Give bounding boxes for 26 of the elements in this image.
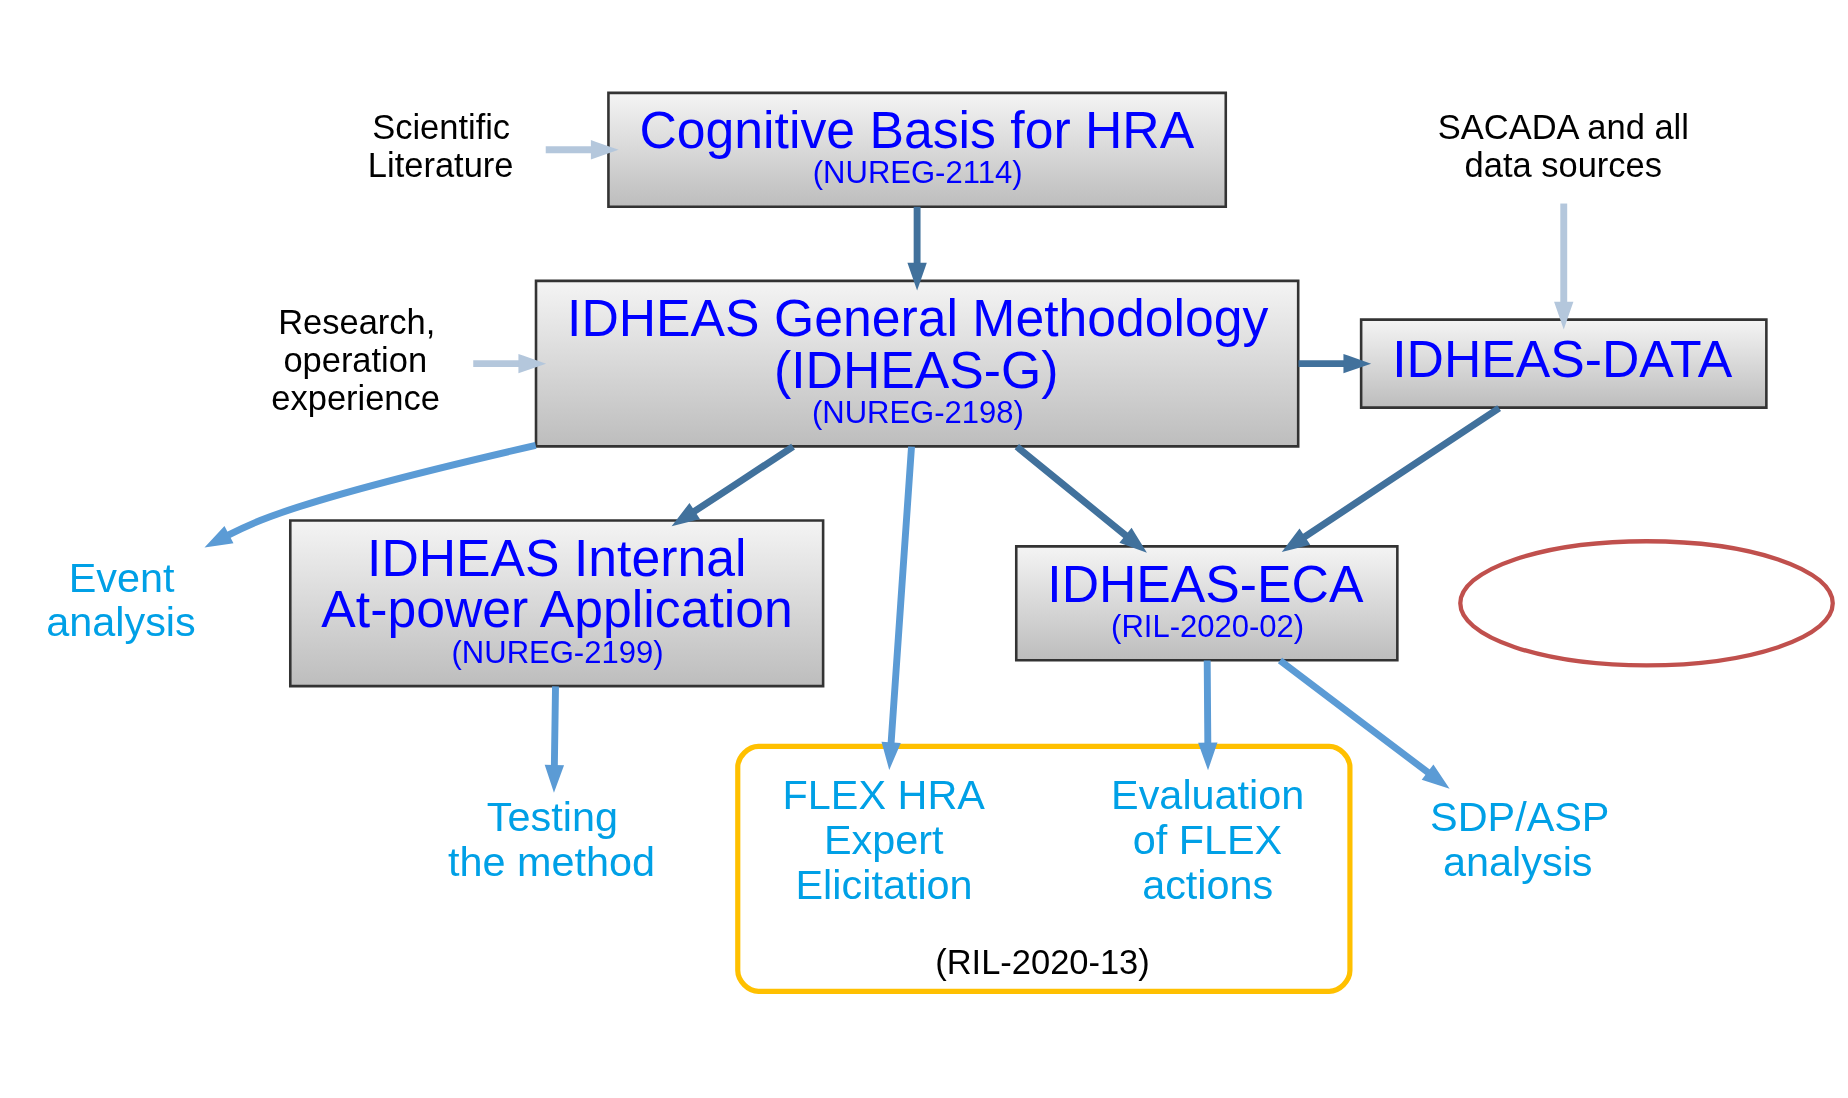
arrow xyxy=(1554,203,1574,330)
node-text: Scientific Literature xyxy=(367,108,514,185)
arrow xyxy=(1198,660,1218,771)
node-text: Event analysis xyxy=(46,554,196,646)
node-text: FLEX HRA Expert Elicitation xyxy=(782,771,985,908)
arrow xyxy=(671,443,795,527)
node-text: Evaluation of FLEX actions xyxy=(1111,771,1305,908)
arrow xyxy=(545,140,619,160)
node-box: IDHEAS Internal At-power Application (NUREG-2199) xyxy=(289,519,825,688)
node-ellipse xyxy=(1458,539,1835,668)
node-box: Cognitive Basis for HRA (NUREG-2114) xyxy=(607,91,1228,208)
node-text: Testing the method xyxy=(448,794,656,886)
node-box: IDHEAS-DATA xyxy=(1359,318,1768,409)
arrow xyxy=(907,206,927,291)
node-text: SDP/ASP analysis xyxy=(1430,794,1610,886)
node-text: Research, operation experience xyxy=(271,303,440,418)
arrow xyxy=(544,686,565,793)
arrow xyxy=(1298,353,1372,374)
arrow xyxy=(881,446,915,770)
arrow xyxy=(1281,405,1501,552)
node-box: IDHEAS General Methodology (IDHEAS-G) (NUREG-2198) xyxy=(534,279,1300,448)
node-box: IDHEAS-ECA (RIL-2020-02) xyxy=(1014,545,1399,662)
arrow xyxy=(1014,444,1147,553)
arrow xyxy=(1277,657,1450,789)
arrow xyxy=(204,442,537,548)
node-text: SACADA and all data sources xyxy=(1437,108,1689,185)
